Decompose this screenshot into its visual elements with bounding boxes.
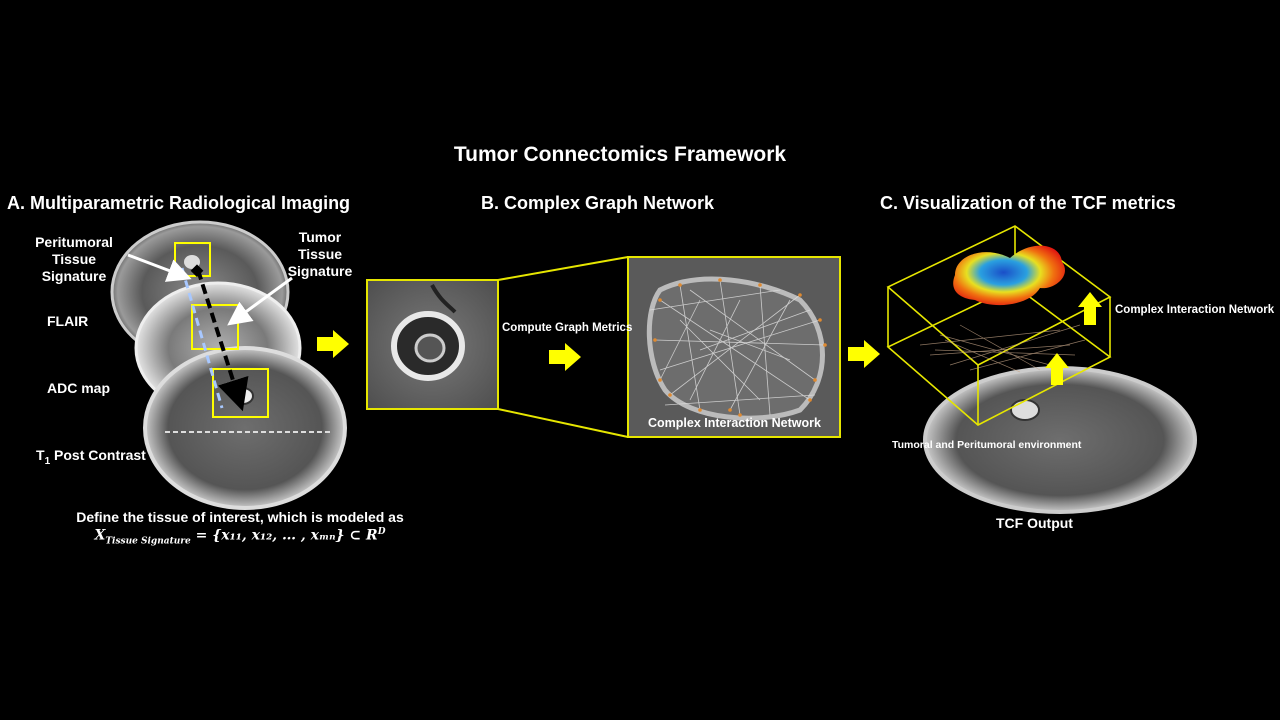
formula-superscript: D — [378, 527, 386, 537]
zoom-roi-panel — [367, 280, 498, 409]
peritumoral-label: Peritumoral Tissue Signature — [28, 234, 120, 285]
environment-label: Tumoral and Peritumoral environment — [892, 439, 1081, 451]
adc-label: ADC map — [47, 380, 110, 397]
tcf-heatmap — [953, 246, 1065, 305]
tcf-output-label: TCF Output — [996, 515, 1073, 532]
zoom-line-top — [498, 257, 628, 280]
arrow-a-to-b — [317, 330, 349, 358]
formula-set: = {x₁₁, x₁₂, … , xₘₙ} ⊂ R — [191, 528, 378, 544]
t1-brain-slice — [145, 348, 345, 508]
zoom-line-bottom — [498, 409, 628, 437]
t1-label: T1 Post Contrast — [36, 447, 146, 470]
panel-c-title: C. Visualization of the TCF metrics — [880, 193, 1176, 214]
tcf-3d-visualization — [888, 226, 1195, 512]
tissue-description: Define the tissue of interest, which is … — [40, 509, 440, 526]
t1-letter: T — [36, 447, 45, 463]
up-arrow-upper — [1078, 292, 1102, 325]
formula-subscript: Tissue Signature — [105, 536, 190, 546]
network-label-c: Complex Interaction Network — [1115, 304, 1274, 316]
tumor-label: Tumor Tissue Signature — [280, 229, 360, 280]
main-title: Tumor Connectomics Framework — [0, 143, 1240, 167]
compute-graph-label: Compute Graph Metrics — [502, 322, 632, 334]
formula-x: X — [94, 528, 105, 544]
arrow-compute — [549, 343, 581, 371]
graph-network-panel — [628, 257, 840, 437]
tissue-formula: XTissue Signature = {x₁₁, x₁₂, … , xₘₙ} … — [40, 527, 440, 546]
panel-a-title: A. Multiparametric Radiological Imaging — [7, 193, 350, 214]
flair-label: FLAIR — [47, 313, 88, 330]
t1-suffix: Post Contrast — [50, 447, 146, 463]
arrow-b-to-c — [848, 340, 880, 368]
network-label-b: Complex Interaction Network — [648, 416, 821, 430]
panel-b-title: B. Complex Graph Network — [481, 193, 714, 214]
